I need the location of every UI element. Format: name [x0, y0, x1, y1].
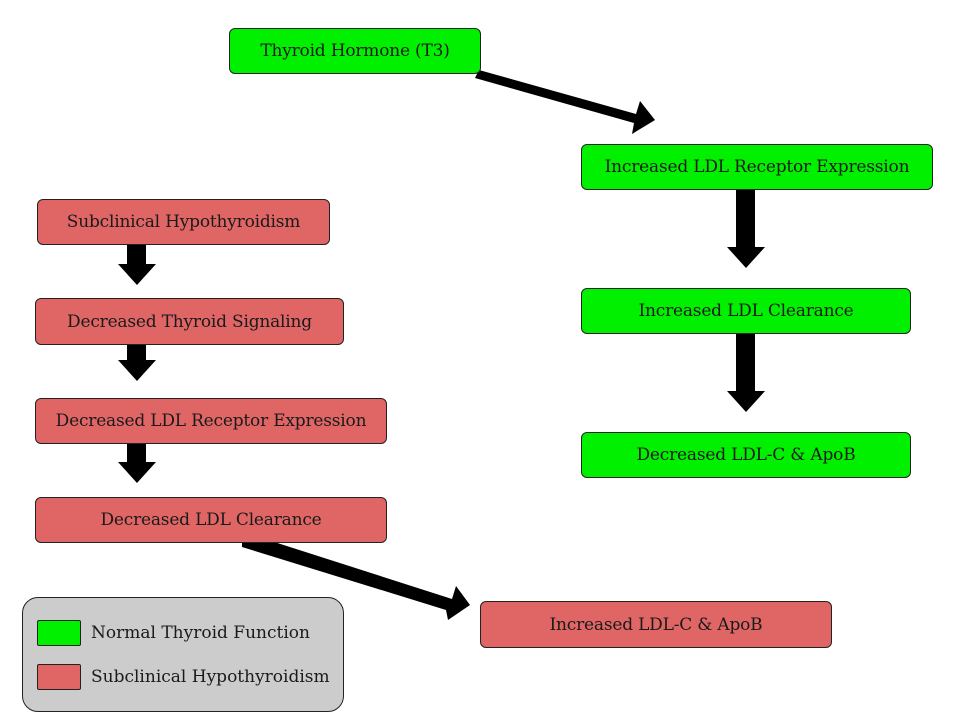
legend-row-normal: Normal Thyroid Function: [37, 620, 310, 646]
arrow-signaling-to-receptor: [118, 345, 156, 381]
node-thyroid-hormone: Thyroid Hormone (T3): [229, 28, 481, 74]
legend-row-hypo: Subclinical Hypothyroidism: [37, 664, 330, 690]
arrow-clearance-to-outcome-normal: [727, 334, 765, 412]
node-increased-ldl-receptor: Increased LDL Receptor Expression: [581, 144, 933, 190]
arrow-hormone-to-receptor: [475, 70, 655, 134]
node-decreased-ldl-clearance: Decreased LDL Clearance: [35, 497, 387, 543]
node-decreased-ldl-c-apob: Decreased LDL-C & ApoB: [581, 432, 911, 478]
legend-label-hypo: Subclinical Hypothyroidism: [91, 667, 330, 687]
legend-swatch-hypo: [37, 664, 81, 690]
arrow-clearance-to-outcome-hypo: [242, 540, 470, 620]
legend: Normal Thyroid Function Subclinical Hypo…: [22, 597, 344, 712]
node-subclinical-hypothyroidism: Subclinical Hypothyroidism: [37, 199, 330, 245]
arrow-receptor-to-clearance-hypo: [118, 444, 156, 483]
legend-swatch-normal: [37, 620, 81, 646]
legend-label-normal: Normal Thyroid Function: [91, 623, 310, 643]
node-increased-ldl-clearance: Increased LDL Clearance: [581, 288, 911, 334]
node-increased-ldl-c-apob: Increased LDL-C & ApoB: [480, 601, 832, 648]
node-decreased-ldl-receptor: Decreased LDL Receptor Expression: [35, 398, 387, 444]
node-decreased-thyroid-signaling: Decreased Thyroid Signaling: [35, 298, 344, 345]
arrow-condition-to-signaling: [118, 245, 156, 285]
arrow-receptor-to-clearance: [727, 190, 765, 268]
